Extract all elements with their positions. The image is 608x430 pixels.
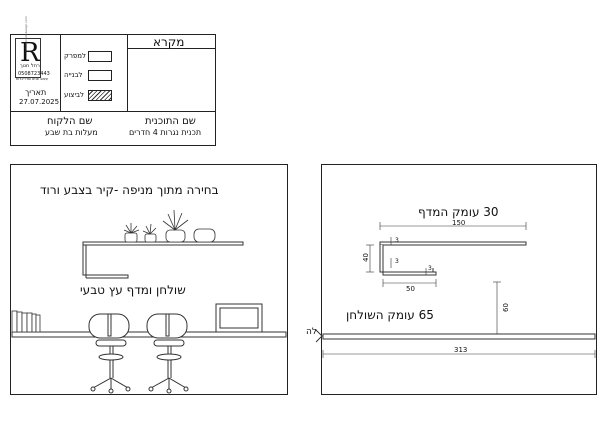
dim-thickness-c: 3 bbox=[428, 265, 432, 272]
shelf-profile bbox=[379, 241, 527, 246]
dim-thickness-a: 3 bbox=[395, 237, 399, 244]
legend-header: מקרא bbox=[153, 35, 185, 49]
chair-2 bbox=[146, 313, 189, 394]
legend-label-3: לביצוע bbox=[64, 91, 85, 99]
laptop bbox=[215, 303, 263, 333]
dim-bracket-height: 40 bbox=[362, 253, 370, 262]
legend-label-2: לבנייה bbox=[64, 71, 83, 79]
potted-plants bbox=[123, 209, 216, 243]
desk-depth-note: 65 עומק השולחן bbox=[346, 308, 434, 322]
legend-label-1: למפרק bbox=[64, 52, 87, 60]
logo-name: רחל חנוך bbox=[20, 63, 40, 69]
legend-swatch-1 bbox=[88, 51, 112, 62]
plan-value: תכנית נגרות 4 חדרים bbox=[129, 128, 202, 137]
title-block-hline bbox=[10, 111, 216, 112]
desk-note: שולחן ומדף עץ טבעי bbox=[80, 283, 186, 297]
legend-header-line bbox=[127, 48, 216, 49]
logo-block bbox=[60, 34, 61, 112]
section-frame bbox=[321, 164, 597, 395]
logo-phone: 0508723443 bbox=[18, 71, 50, 77]
wall-note: בחירה מתוך מניפה -קיר בצבע ורוד bbox=[40, 183, 219, 197]
plan-label: שם התוכנית bbox=[145, 116, 196, 127]
chair-1 bbox=[88, 313, 131, 394]
dim-shelf-length: 150 bbox=[452, 219, 466, 227]
client-value: מעלות בת שבע bbox=[45, 128, 98, 137]
shelf bbox=[82, 241, 244, 279]
elevation-frame bbox=[10, 164, 288, 395]
side-mark: לה bbox=[306, 327, 317, 337]
dim-bracket-width: 50 bbox=[406, 285, 415, 293]
dim-total-length: 313 bbox=[454, 346, 468, 354]
wall-break-mark bbox=[315, 329, 323, 343]
date-value: 27.07.2025 bbox=[19, 98, 60, 106]
logo-tagline: עיצוב פנים ואדריכלות bbox=[16, 77, 49, 81]
legend-swatch-2 bbox=[88, 70, 112, 81]
desk-profile bbox=[322, 333, 596, 340]
legend-box bbox=[127, 34, 216, 112]
date-label: תאריך bbox=[25, 88, 47, 97]
bracket-profile bbox=[379, 245, 437, 276]
shelf-depth-note: 30 עומק המדף bbox=[418, 205, 499, 219]
dim-desk-height: 60 bbox=[502, 303, 510, 312]
logo-frame bbox=[15, 38, 41, 78]
logo-letter: R bbox=[20, 38, 40, 68]
legend-swatch-3-hatch bbox=[88, 90, 112, 101]
dimension-lines bbox=[322, 222, 596, 358]
client-label: שם הלקוח bbox=[47, 116, 93, 127]
books bbox=[11, 310, 41, 333]
dim-thickness-b: 3 bbox=[395, 258, 399, 265]
